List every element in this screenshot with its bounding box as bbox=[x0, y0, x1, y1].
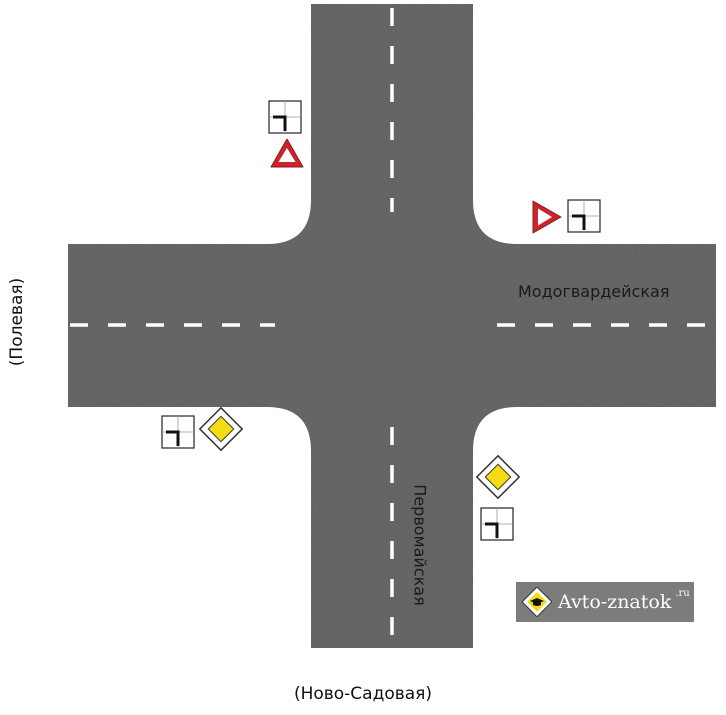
main-road-label: Модогвардейская bbox=[518, 282, 670, 301]
junction-plate-east bbox=[567, 199, 601, 233]
junction-plate-south bbox=[480, 507, 514, 541]
road-surface bbox=[68, 4, 716, 648]
avto-znatok-logo: Avto-znatok .ru bbox=[516, 582, 694, 622]
priority-road-diamond-icon bbox=[198, 406, 244, 452]
yield-triangle-icon bbox=[270, 138, 304, 168]
left-street-label: (Полевая) bbox=[7, 277, 27, 367]
vertical-road-label: Первомайская bbox=[410, 484, 430, 606]
logo-suffix: .ru bbox=[675, 587, 690, 599]
priority-road-diamond-icon bbox=[475, 454, 521, 500]
junction-plate-west bbox=[161, 415, 195, 449]
yield-triangle-icon bbox=[532, 200, 562, 234]
bottom-street-label: (Ново-Садовая) bbox=[293, 684, 433, 704]
logo-text: Avto-znatok bbox=[558, 591, 672, 613]
junction-plate-north bbox=[268, 100, 302, 134]
lane-markings bbox=[70, 8, 714, 644]
graduation-cap-icon bbox=[522, 587, 552, 617]
